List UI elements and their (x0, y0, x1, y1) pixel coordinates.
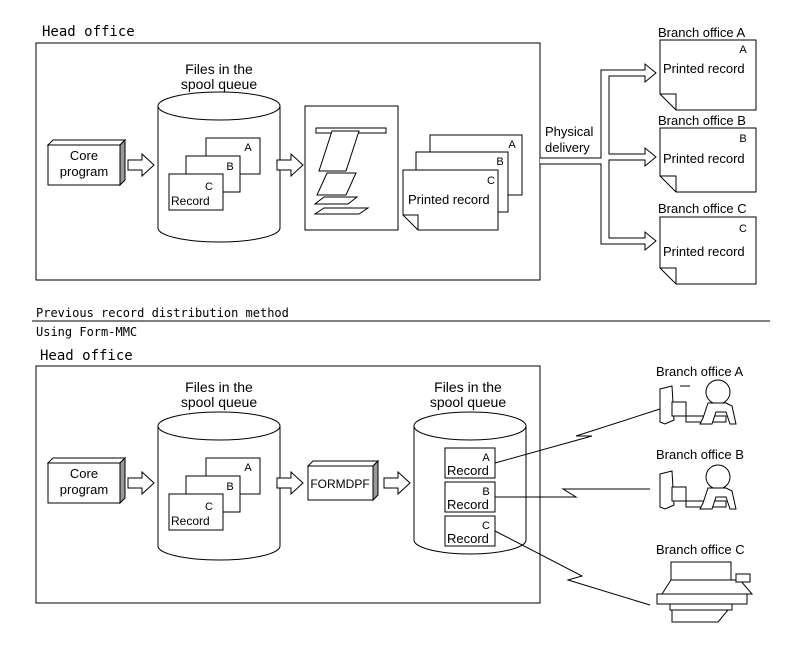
branch-a-terminal: Branch office A (656, 364, 744, 425)
b-branch-c-title: Branch office C (656, 542, 745, 557)
printed-record-label-top: Printed record (408, 192, 490, 207)
rec-b-letter: B (226, 161, 233, 173)
record-label-top: Record (171, 194, 210, 208)
printed-records-stack-top: A B C Printed record (402, 134, 523, 231)
using-form-mmc-caption: Using Form-MMC (36, 325, 137, 339)
b-branch-b-title: Branch office B (656, 447, 744, 462)
link-record-b-to-branch-b (495, 488, 650, 498)
previous-method-caption: Previous record distribution method (36, 306, 289, 320)
spool1-title-1: Files in the (185, 379, 253, 395)
record-label-bottom: Record (171, 514, 210, 528)
spool1-records-bottom: A B C Record (168, 457, 261, 531)
s2-rec-a-label: Record (447, 463, 489, 478)
branch-a-title: Branch office A (658, 25, 746, 40)
b-rec-a-letter: A (244, 462, 252, 474)
s2-rec-c-label: Record (447, 531, 489, 546)
spool2-record-b: B Record (444, 481, 496, 513)
spool-title-2-top: spool queue (181, 76, 258, 92)
branch-c-label: Printed record (663, 244, 745, 259)
spool2-title-1: Files in the (434, 379, 502, 395)
arrow-spool-to-formdpf (276, 470, 304, 496)
branch-a-letter: A (739, 44, 747, 56)
branch-c-title: Branch office C (658, 201, 747, 216)
formdpf-box: FORMDPF (306, 459, 380, 502)
branch-doc-c: Branch office C C Printed record (658, 201, 757, 285)
branch-b-title: Branch office B (658, 113, 746, 128)
core-program-box-bottom: Core program (46, 456, 127, 505)
arrow-spool-to-printer-top (276, 152, 304, 178)
branch-a-label: Printed record (663, 61, 745, 76)
physical-label-1: Physical (545, 124, 594, 139)
printed-c-letter: C (487, 175, 495, 187)
branch-doc-b: Branch office B B Printed record (658, 113, 757, 193)
spool-title-1-top: Files in the (185, 61, 253, 77)
core-label-2-bottom: program (60, 482, 108, 497)
branch-b-label: Printed record (663, 151, 745, 166)
core-label-2: program (60, 164, 108, 179)
spool-records-top: A B C Record (168, 137, 261, 211)
head-office-box-bottom (35, 365, 541, 604)
spool2-record-c: C Record (444, 515, 496, 547)
s2-rec-a-letter: A (482, 452, 490, 464)
b-rec-c-letter: C (205, 501, 213, 513)
s2-rec-b-letter: B (482, 486, 489, 498)
rec-c-letter: C (205, 181, 213, 193)
printed-a-letter: A (508, 139, 516, 151)
arrow-core-to-spool-top (127, 152, 155, 178)
head-office-label-bottom: Head office (40, 348, 133, 364)
b-rec-b-letter: B (226, 481, 233, 493)
head-office-label-top: Head office (42, 24, 135, 40)
rec-a-letter: A (244, 142, 252, 154)
core-label-1: Core (70, 148, 98, 163)
branch-c-letter: C (739, 223, 747, 235)
s2-rec-c-letter: C (482, 520, 490, 532)
spool2-title-2: spool queue (430, 394, 507, 410)
spool2-record-a: A Record (444, 447, 496, 479)
physical-delivery-arrows (540, 62, 657, 252)
s2-rec-b-label: Record (447, 497, 489, 512)
arrow-core-to-spool-bottom (127, 470, 155, 496)
link-record-a-to-branch-a (494, 408, 661, 464)
arrow-formdpf-to-spool (383, 470, 411, 496)
branch-c-printer: Branch office C (656, 542, 754, 623)
printed-b-letter: B (496, 156, 503, 168)
branch-b-terminal: Branch office B (656, 447, 744, 510)
branch-b-letter: B (739, 133, 746, 145)
b-branch-a-title: Branch office A (656, 364, 744, 379)
branch-doc-a: Branch office A A Printed record (658, 25, 757, 111)
printer-top (304, 105, 399, 231)
link-record-c-to-branch-c (494, 530, 651, 606)
spool1-title-2: spool queue (181, 394, 258, 410)
core-label-1-bottom: Core (70, 466, 98, 481)
physical-label-2: delivery (545, 140, 590, 155)
core-program-box-top: Core program (46, 138, 127, 187)
formdpf-label: FORMDPF (310, 477, 369, 491)
